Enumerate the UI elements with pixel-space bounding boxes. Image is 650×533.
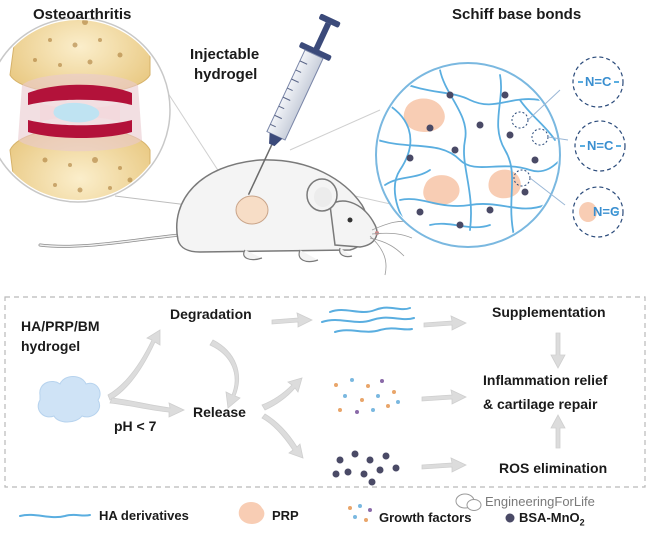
ph-label: pH < 7: [114, 418, 157, 434]
hydrogel-cloud: [37, 376, 101, 423]
bond-label-2: N=C: [587, 138, 614, 153]
arrow-degradation-to-release: [209, 339, 241, 409]
legend-ha: HA derivatives: [99, 508, 189, 523]
hydrogel-label-line1: HA/PRP/BM: [21, 318, 100, 334]
osteoarthritis-label: Osteoarthritis: [33, 6, 132, 23]
syringe-illustration: [247, 13, 341, 196]
ha-fibres-released: [321, 306, 415, 333]
injectable-label-line2: hydrogel: [194, 66, 258, 83]
injectable-label-line1: Injectable: [190, 46, 260, 63]
degradation-label: Degradation: [170, 306, 252, 322]
supplementation-label: Supplementation: [492, 304, 606, 320]
flow-arrows: [261, 312, 566, 473]
inflammation-label-line1: Inflammation relief: [483, 372, 608, 388]
growth-factors-released: [334, 378, 400, 414]
fork-arrows: [107, 329, 185, 418]
release-label: Release: [193, 404, 246, 420]
hydrogel-network: [375, 62, 569, 248]
ros-elimination-label: ROS elimination: [499, 460, 608, 476]
rat-illustration: [38, 159, 413, 276]
bond-label-1: N=C: [585, 74, 612, 89]
schiff-bond-callouts: [572, 56, 626, 238]
legend-graphics: [19, 502, 515, 524]
watermark-text: EngineeringForLife: [485, 494, 595, 509]
hydrogel-label-line2: hydrogel: [21, 338, 81, 354]
schiff-base-label: Schiff base bonds: [452, 6, 582, 23]
legend-growth-factors: Growth factors: [379, 510, 472, 525]
legend-bsa-mno2: BSA-MnO2: [519, 510, 585, 528]
bsa-mno2-released: [332, 450, 400, 486]
bond-label-3: N=C: [593, 204, 620, 219]
legend-prp: PRP: [272, 508, 299, 523]
connector-line-right: [289, 109, 381, 151]
osteoarthritis-joint: [0, 17, 171, 203]
watermark-icon: [455, 493, 482, 511]
inflammation-label-line2: & cartilage repair: [483, 396, 598, 412]
flow-panel-border: [4, 296, 646, 488]
